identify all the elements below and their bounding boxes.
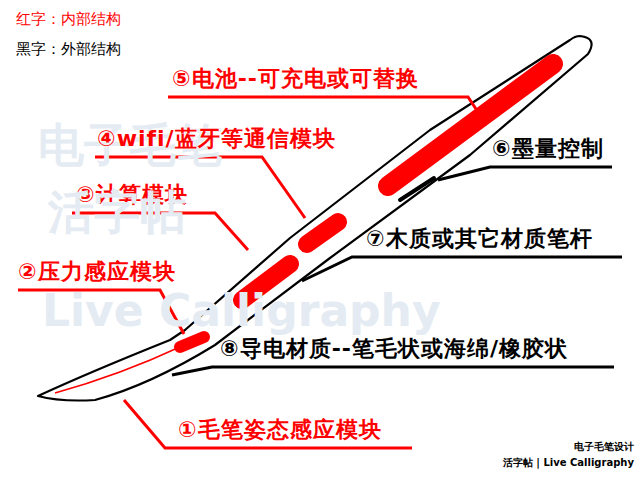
credit-text: 活字帖 | Live Calligraphy [503, 457, 634, 469]
comm-module-block [307, 222, 338, 244]
leader-line [302, 257, 622, 281]
pressure-sensor-block [180, 337, 204, 347]
part-label: ⑧导电材质--笔毛状或海绵/橡胶状 [220, 336, 568, 362]
watermark: Live Calligraphy [42, 285, 441, 338]
part-label: ⑥墨量控制 [492, 136, 604, 162]
leader-line [168, 97, 482, 118]
leader-line [438, 167, 612, 180]
pen-outline [38, 36, 592, 401]
part-label: ⑤电池--可充电或可替换 [172, 66, 419, 92]
ink-control-mark [400, 178, 434, 200]
leader-line [124, 400, 412, 448]
watermark: 活字帖 [48, 185, 186, 240]
part-label: ④wifi/蓝牙等通信模块 [97, 126, 336, 152]
legend-note: 黑字：外部结构 [16, 40, 121, 58]
brush-sensor-line [55, 346, 182, 393]
part-label: ⑦木质或其它材质笔杆 [366, 226, 593, 252]
legend-note: 红字：内部结构 [16, 10, 121, 28]
part-label: ①毛笔姿态感应模块 [178, 417, 382, 443]
leader-line [172, 367, 614, 375]
credit-text: 电子毛笔设计 [574, 441, 634, 453]
part-label: ②压力感应模块 [18, 259, 176, 285]
